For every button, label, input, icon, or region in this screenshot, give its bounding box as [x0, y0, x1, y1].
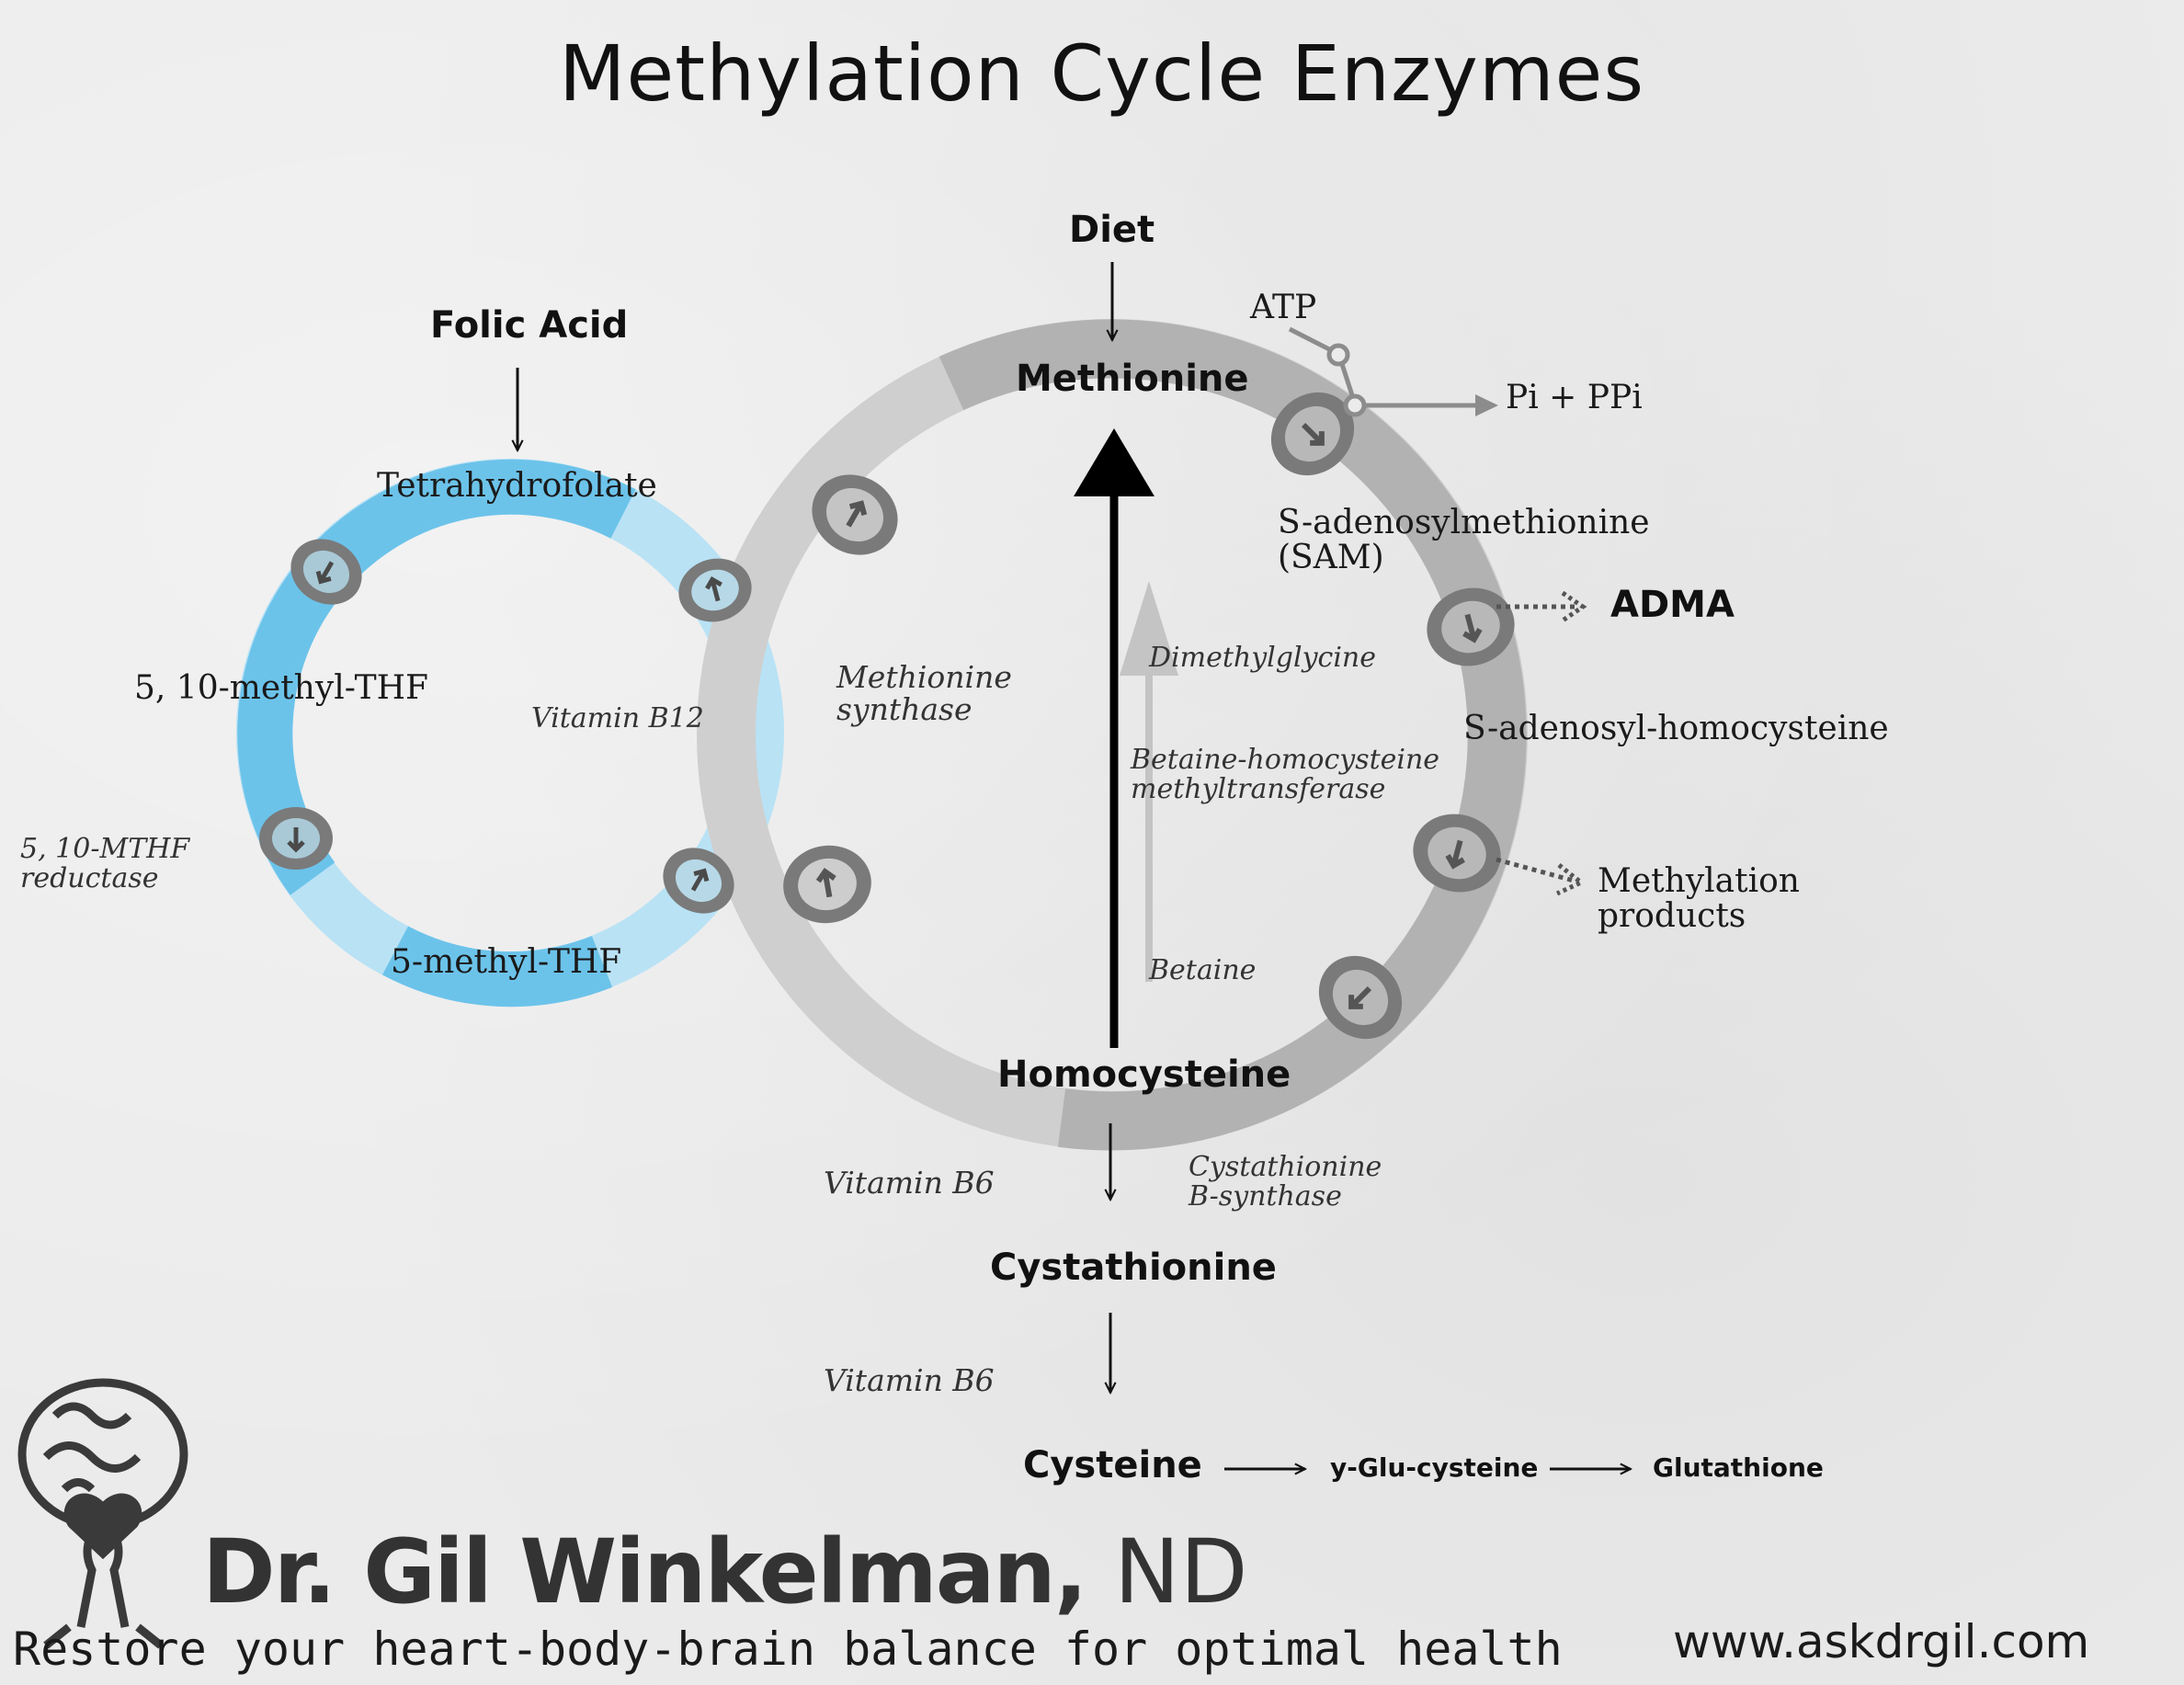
arrow-badge-icon: [1427, 587, 1515, 666]
arrow-badge-icon: [1270, 392, 1355, 476]
cysteine-label: Cysteine: [1023, 1444, 1202, 1486]
brand-suffix-text: ND: [1086, 1520, 1248, 1623]
arrow-badge-icon: [812, 474, 898, 555]
website-link[interactable]: www.askdrgil.com: [1673, 1615, 2090, 1668]
methionine-synthase-label: Methionine synthase: [836, 659, 1012, 727]
homocysteine-label: Homocysteine: [997, 1053, 1291, 1096]
pi-ppi-label: Pi + PPi: [1506, 379, 1643, 416]
mthf-reductase-label: 5, 10-MTHF reductase: [20, 833, 190, 894]
arrow-badge-icon: [259, 807, 333, 870]
cbs-label: Cystathionine B-synthase: [1189, 1151, 1382, 1213]
methylation-products-dotted-arrow: [1496, 857, 1586, 896]
tree-brain-heart-logo: [17, 1378, 188, 1649]
atp-label: ATP: [1250, 289, 1317, 326]
adma-dotted-arrow: [1496, 590, 1587, 623]
dimethylglycine-label: Dimethylglycine: [1149, 642, 1376, 674]
diet-label: Diet: [1069, 209, 1155, 251]
brand-name-text: Dr. Gil Winkelman,: [202, 1520, 1087, 1623]
vitamin-b6-label-1: Vitamin B6: [824, 1165, 995, 1201]
arrow-badge-icon: [290, 539, 362, 605]
methylene-thf-label: 5, 10-methyl-THF: [134, 669, 428, 707]
sam-label: S-adenosylmethionine (SAM): [1278, 504, 1650, 576]
folic-acid-label: Folic Acid: [430, 304, 629, 347]
betaine-pathway-arrow: [1120, 581, 1178, 982]
arrow-badge-icon: [678, 558, 752, 622]
glutathione-label: Glutathione: [1653, 1452, 1824, 1483]
sah-label: S-adenosyl-homocysteine: [1463, 710, 1889, 747]
brand-tagline: Restore your heart-body-brain balance fo…: [13, 1622, 1563, 1676]
page-title: Methylation Cycle Enzymes: [559, 28, 1645, 119]
tetrahydrofolate-label: Tetrahydrofolate: [377, 467, 657, 505]
vitamin-b12-label: Vitamin B12: [531, 702, 704, 734]
glu-cysteine-label: y-Glu-cysteine: [1330, 1452, 1539, 1483]
methylation-products-label: Methylation products: [1598, 862, 1800, 935]
methionine-label: Methionine: [1016, 358, 1249, 400]
arrow-badge-icon: [783, 845, 871, 924]
arrow-badge-icon: [1413, 814, 1501, 893]
atp-connector: [1288, 326, 1498, 417]
adma-label: ADMA: [1610, 584, 1735, 626]
vitamin-b6-label-2: Vitamin B6: [824, 1362, 995, 1398]
methionine-cycle-ring: [697, 319, 1528, 1151]
bhmt-label: Betaine-homocysteine methyltransferase: [1131, 744, 1440, 805]
betaine-label: Betaine: [1149, 954, 1257, 986]
methyl-thf-label: 5-methyl-THF: [391, 943, 622, 981]
cystathionine-label: Cystathionine: [990, 1247, 1277, 1289]
arrow-badge-icon: [1318, 955, 1403, 1040]
brand-name: Dr. Gil Winkelman, ND: [202, 1526, 1248, 1619]
homocysteine-to-methionine-arrow: [1074, 428, 1155, 1048]
ring-arrow-badges: [259, 392, 1515, 1040]
arrow-badge-icon: [663, 848, 734, 914]
